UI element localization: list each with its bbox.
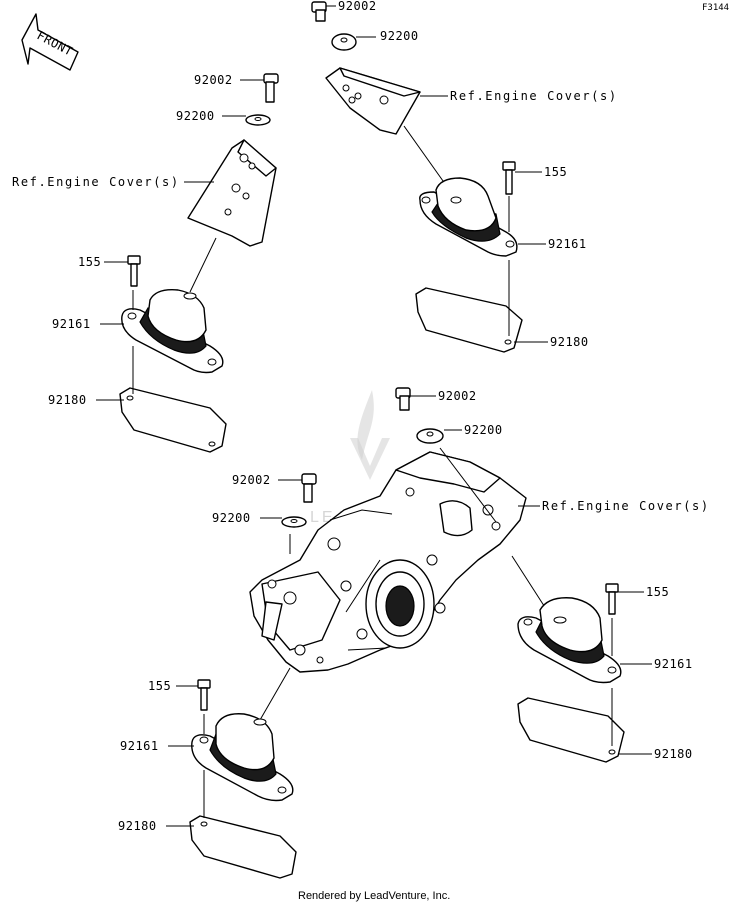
- label-top-collar: 92200: [380, 29, 419, 43]
- diagram-code: F3144: [702, 3, 729, 13]
- label-mid-collar: 92200: [464, 423, 503, 437]
- label-top-ref: Ref.Engine Cover(s): [450, 89, 618, 103]
- mount-plate-icon: [517, 697, 625, 763]
- label-upper-right-mount: 92161: [548, 237, 587, 251]
- label-lower-left-screw: 155: [148, 679, 171, 693]
- front-arrow-icon: FRONT: [21, 13, 79, 71]
- screw-icon: [502, 161, 516, 195]
- label-lower-right-plate: 92180: [654, 747, 693, 761]
- engine-cover-icon: [249, 451, 527, 673]
- bolt-icon: [263, 73, 279, 103]
- engine-mount-icon: [121, 289, 224, 374]
- label-upper-left-screw: 155: [78, 255, 101, 269]
- label-lower-left-collar: 92200: [212, 511, 251, 525]
- label-lower-right-screw: 155: [646, 585, 669, 599]
- screw-icon: [197, 679, 211, 711]
- engine-mount-icon: [517, 597, 622, 684]
- label-mid-ref: Ref.Engine Cover(s): [542, 499, 710, 513]
- bolt-icon: [311, 1, 327, 22]
- mount-plate-icon: [415, 287, 523, 353]
- label-upper-left-bolt: 92002: [194, 73, 233, 87]
- engine-cover-bracket-icon: [325, 67, 421, 135]
- bolt-icon: [301, 473, 317, 503]
- label-mid-bolt: 92002: [438, 389, 477, 403]
- screw-icon: [127, 255, 141, 287]
- label-upper-left-plate: 92180: [48, 393, 87, 407]
- mount-plate-icon: [119, 387, 227, 453]
- engine-mount-icon: [191, 713, 294, 802]
- engine-cover-bracket-icon: [187, 139, 277, 247]
- engine-mount-icon: [419, 177, 518, 257]
- label-lower-left-plate: 92180: [118, 819, 157, 833]
- footer-credit: Rendered by LeadVenture, Inc.: [298, 890, 450, 902]
- label-upper-left-ref: Ref.Engine Cover(s): [12, 175, 180, 189]
- label-lower-left-bolt: 92002: [232, 473, 271, 487]
- label-upper-right-plate: 92180: [550, 335, 589, 349]
- label-upper-left-collar: 92200: [176, 109, 215, 123]
- mount-plate-icon: [189, 815, 297, 879]
- label-lower-left-mount: 92161: [120, 739, 159, 753]
- label-upper-left-mount: 92161: [52, 317, 91, 331]
- label-top-bolt: 92002: [338, 0, 377, 13]
- bolt-icon: [395, 387, 411, 411]
- label-upper-right-screw: 155: [544, 165, 567, 179]
- screw-icon: [605, 583, 619, 615]
- label-lower-right-mount: 92161: [654, 657, 693, 671]
